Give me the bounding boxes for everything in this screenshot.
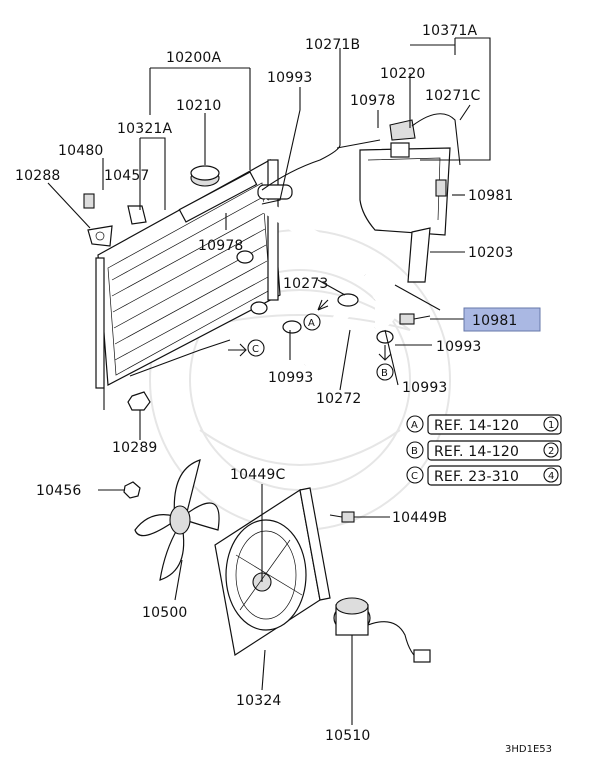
label-10510: 10510 (325, 728, 371, 744)
label-10500: 10500 (142, 605, 188, 621)
label-10220: 10220 (380, 66, 426, 82)
label-10993-top: 10993 (267, 70, 313, 86)
fan-shroud (214, 487, 331, 656)
shroud-bolt (329, 511, 355, 523)
svg-text:B: B (411, 446, 418, 457)
ref-circle-markers (247, 313, 394, 381)
highlighted-part[interactable]: 10981 (463, 307, 541, 332)
label-10480: 10480 (58, 143, 104, 159)
svg-text:1: 1 (548, 420, 554, 431)
svg-text:2: 2 (548, 446, 554, 457)
upper-hose (258, 198, 371, 280)
svg-text:REF. 14-120: REF. 14-120 (434, 444, 519, 460)
label-10321A: 10321A (117, 121, 173, 137)
fan-nut (123, 481, 141, 499)
radiator-cap (190, 165, 220, 187)
label-10993-lower: 10993 (402, 380, 448, 396)
label-10456: 10456 (36, 483, 82, 499)
svg-text:A: A (308, 318, 315, 329)
cooling-fan (134, 459, 220, 581)
label-10273: 10273 (283, 276, 329, 292)
overflow-hose (261, 55, 381, 191)
hose-clamps (282, 293, 394, 344)
label-10978-top: 10978 (350, 93, 396, 109)
lower-hose (302, 290, 400, 372)
mount-bracket (83, 193, 113, 247)
svg-text:C: C (411, 471, 418, 482)
label-10271C: 10271C (425, 88, 481, 104)
label-10449C: 10449C (230, 467, 286, 483)
label-10993-left: 10993 (268, 370, 314, 386)
flow-arrows (228, 299, 392, 361)
ref-row-b[interactable]: B REF. 14-120 2 (406, 440, 562, 461)
reserve-tank (359, 113, 461, 283)
label-10200A: 10200A (166, 50, 222, 66)
svg-text:REF. 23-310: REF. 23-310 (434, 469, 519, 485)
ref-row-c[interactable]: C REF. 23-310 4 (406, 465, 562, 486)
svg-text:A: A (411, 420, 418, 431)
label-10324: 10324 (236, 693, 282, 709)
svg-text:REF. 14-120: REF. 14-120 (434, 418, 519, 434)
label-10203: 10203 (468, 245, 514, 261)
fan-motor (333, 597, 431, 663)
svg-text:4: 4 (548, 471, 554, 482)
label-10993-right: 10993 (436, 339, 482, 355)
leader-lines (47, 37, 491, 725)
part-labels: 10200A 10210 10321A 10480 10288 10457 10… (15, 23, 514, 744)
svg-text:B: B (381, 368, 388, 379)
label-10449B: 10449B (392, 510, 447, 526)
diagram-ref-letters: A C B (252, 318, 388, 379)
reference-table: A REF. 14-120 1 B REF. 14-120 2 C REF. 2… (406, 414, 562, 486)
diagram-code: 3HD1E53 (505, 744, 552, 755)
label-10288: 10288 (15, 168, 61, 184)
label-10289: 10289 (112, 440, 158, 456)
nut (127, 391, 151, 411)
bolt (399, 313, 431, 325)
label-10272: 10272 (316, 391, 362, 407)
ref-row-a[interactable]: A REF. 14-120 1 (406, 414, 562, 435)
label-10981-top: 10981 (468, 188, 514, 204)
label-10457: 10457 (104, 168, 150, 184)
svg-text:C: C (252, 344, 259, 355)
label-10981-highlighted: 10981 (472, 313, 518, 329)
label-10271B: 10271B (305, 37, 360, 53)
label-10978-mid: 10978 (198, 238, 244, 254)
clip (127, 205, 147, 225)
radiator-drawing (95, 159, 293, 410)
label-10371A: 10371A (422, 23, 478, 39)
label-10210: 10210 (176, 98, 222, 114)
